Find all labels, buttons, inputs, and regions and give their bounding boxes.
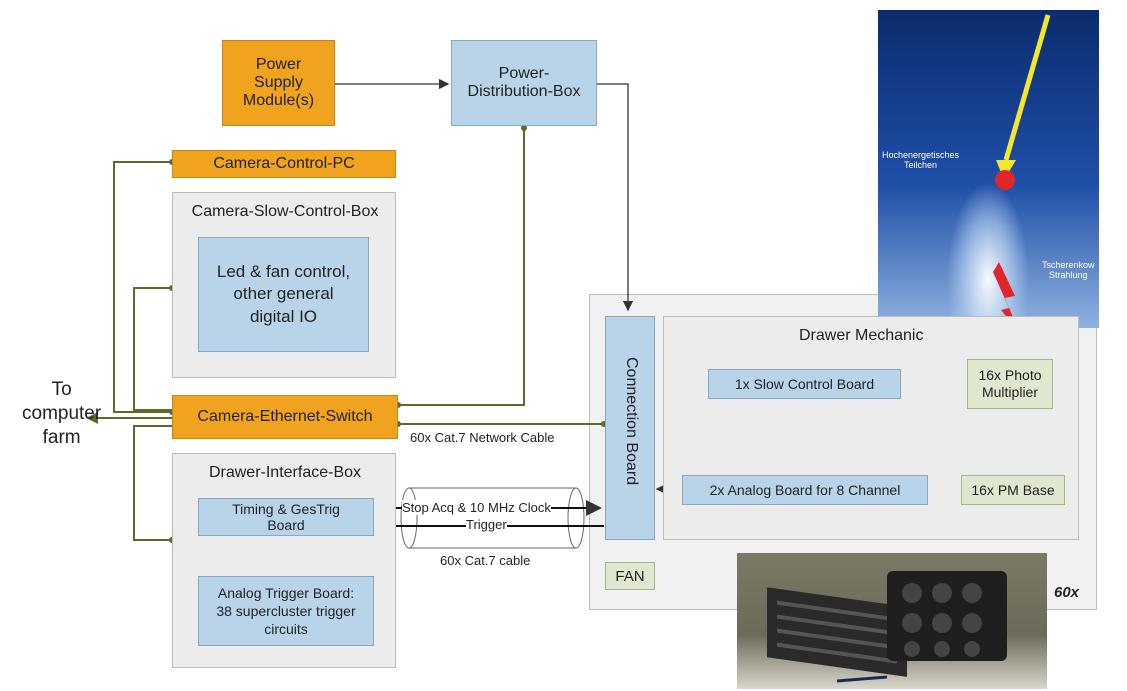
pm-base: 16x PM Base [961, 475, 1065, 505]
analog-board: 2x Analog Board for 8 Channel [682, 475, 928, 505]
particle-label: Hochenergetisches Teilchen [882, 150, 960, 170]
drawer-interface-title: Drawer-Interface-Box [208, 464, 362, 481]
camera-ethernet-switch: Camera-Ethernet-Switch [172, 395, 398, 439]
connection-board: Connection Board [605, 316, 655, 540]
cat7-cable-label: 60x Cat.7 cable [440, 553, 531, 568]
power-supply-module: Power Supply Module(s) [222, 40, 335, 126]
network-cable-label: 60x Cat.7 Network Cable [410, 430, 555, 445]
camera-slow-control-box: Camera-Slow-Control-Box Led & fan contro… [172, 192, 396, 378]
particle-arrow-head [996, 160, 1016, 180]
drawer-interface-box: Drawer-Interface-Box Timing & GesTrig Bo… [172, 453, 396, 668]
count-60x-label: 60x [1054, 584, 1080, 601]
timing-gestrig-board: Timing & GesTrig Board [198, 498, 374, 536]
fan-box: FAN [605, 562, 655, 590]
lightning-icon [993, 262, 1019, 332]
drawer-hardware-photo [737, 553, 1047, 689]
stop-acq-label: Stop Acq & 10 MHz Clock [402, 500, 551, 515]
drawer-mechanic-title: Drawer Mechanic [799, 327, 924, 344]
particle-dot [995, 170, 1015, 190]
cherenkov-svg [995, 14, 1051, 190]
slow-control-board: 1x Slow Control Board [708, 369, 901, 399]
photo-multiplier: 16x Photo Multiplier [967, 359, 1053, 409]
hardware-svg [767, 571, 1007, 683]
to-computer-farm-label: To computer farm [22, 379, 102, 448]
cherenkov-illustration: Hochenergetisches Teilchen Tscherenkow S… [878, 10, 1099, 328]
power-distribution-box: Power- Distribution-Box [451, 40, 597, 126]
drawer-mechanic: Drawer Mechanic 1x Slow Control Board 2x… [663, 316, 1079, 540]
cherenkov-label: Tscherenkow Strahlung [1042, 260, 1095, 280]
analog-trigger-board: Analog Trigger Board: 38 supercluster tr… [198, 576, 374, 646]
trigger-label: Trigger [466, 517, 507, 532]
camera-control-pc: Camera-Control-PC [172, 150, 396, 178]
particle-arrow [1003, 14, 1051, 161]
led-fan-control: Led & fan control, other general digital… [198, 237, 369, 352]
connection-board-label: Connection Board [623, 357, 640, 486]
camera-slow-control-title: Camera-Slow-Control-Box [191, 203, 379, 220]
